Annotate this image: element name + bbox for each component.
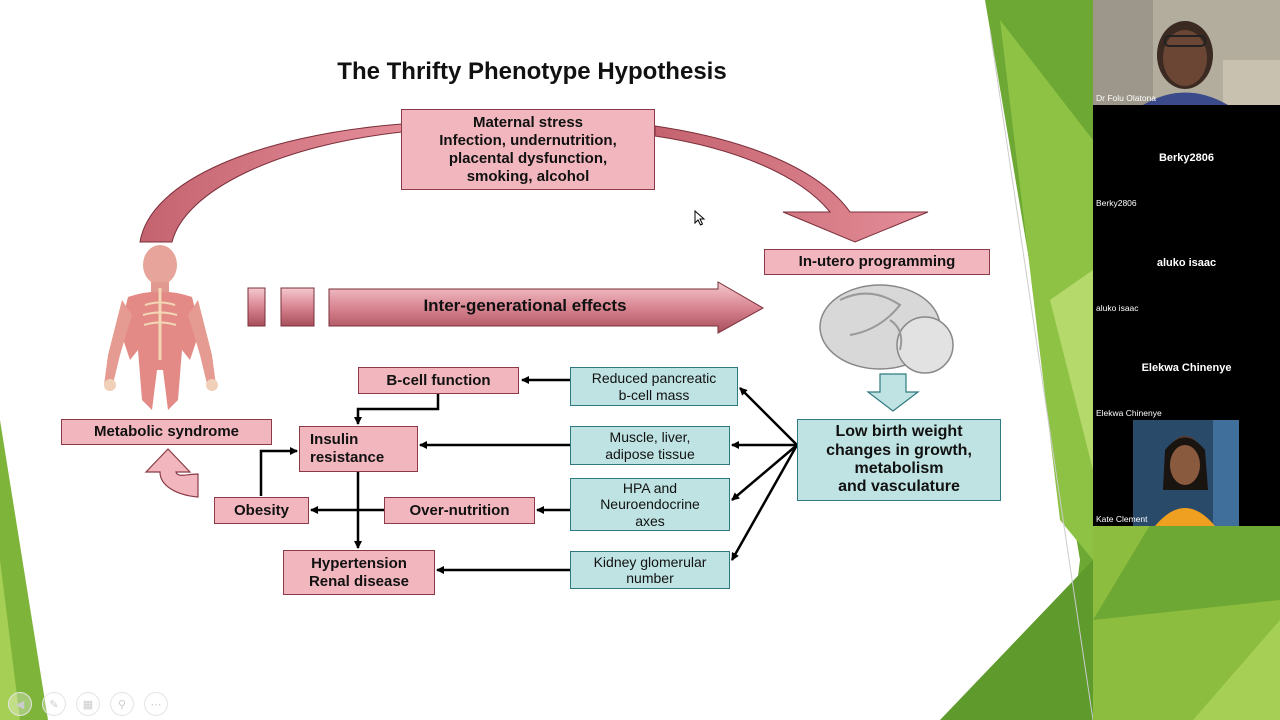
muscle-liver-box: Muscle, liver, adipose tissue [570,426,730,465]
arc-left-arrow [139,123,403,243]
mouse-cursor-icon [694,210,706,226]
arc-right-arrow [654,125,929,243]
intergenerational-label: Inter-generational effects [423,296,627,315]
participant-tile[interactable]: Berky2806 Berky2806 [1093,105,1280,210]
participant-tile-video[interactable]: Kate Clement [1093,420,1280,526]
participant-tile[interactable]: aluko isaac aluko isaac [1093,210,1280,315]
slide-title: The Thrifty Phenotype Hypothesis [337,58,727,85]
in-utero-box: In-utero programming [764,249,990,275]
bcell-function-box: B-cell function [358,367,519,394]
panel-background [1093,520,1280,720]
kidney-box: Kidney glomerular number [570,551,730,589]
intergen-arrow [328,281,765,334]
participant-display-name: aluko isaac [1156,257,1217,269]
participant-name-label: aluko isaac [1096,303,1139,313]
hpa-box: HPA and Neuroendocrine axes [570,478,730,531]
participant-display-name: Elekwa Chinenye [1141,362,1232,374]
participant-video-feed [1093,0,1280,105]
hypertension-box: Hypertension Renal disease [283,550,435,595]
participant-display-name: Berky2806 [1158,152,1215,164]
participant-tile[interactable]: Elekwa Chinenye Elekwa Chinenye [1093,315,1280,420]
participant-name-label: Berky2806 [1096,198,1137,208]
metabolic-syndrome-box: Metabolic syndrome [61,419,272,445]
slides-grid-icon[interactable]: ▦ [76,692,100,716]
intergen-block-2 [280,287,315,327]
more-options-icon[interactable]: ⋯ [144,692,168,716]
over-nutrition-box: Over-nutrition [384,497,535,524]
participant-name-label: Elekwa Chinenye [1096,408,1162,418]
pink-curved-arrow [144,448,199,498]
slide-decoration [0,0,1093,720]
participant-name-label: Dr Folu Olatona [1096,93,1156,103]
participants-panel: Dr Folu Olatona Berky2806 Berky2806 aluk… [1093,0,1280,720]
previous-slide-icon[interactable]: ◀ [8,692,32,716]
blue-down-arrow [866,373,920,412]
maternal-stress-box: Maternal stress Infection, undernutritio… [401,109,655,190]
pen-icon[interactable]: ✎ [42,692,66,716]
slideshow-toolbar: ◀ ✎ ▦ ⚲ ⋯ [8,692,168,716]
presentation-slide: The Thrifty Phenotype Hypothesis [0,0,1093,720]
participant-tile-video[interactable]: Dr Folu Olatona [1093,0,1280,105]
participant-name-label: Kate Clement [1096,514,1148,524]
human-body-figure [104,245,218,410]
fetus-figure [819,284,954,374]
participant-video-feed [1093,420,1280,526]
insulin-resistance-box: Insulin resistance [299,426,418,472]
reduced-pancreatic-box: Reduced pancreatic b-cell mass [570,367,738,406]
intergen-block-1 [247,287,266,327]
diagram-arrows [104,123,954,574]
low-birth-weight-box: Low birth weight changes in growth, meta… [797,419,1001,501]
obesity-box: Obesity [214,497,309,524]
zoom-icon[interactable]: ⚲ [110,692,134,716]
